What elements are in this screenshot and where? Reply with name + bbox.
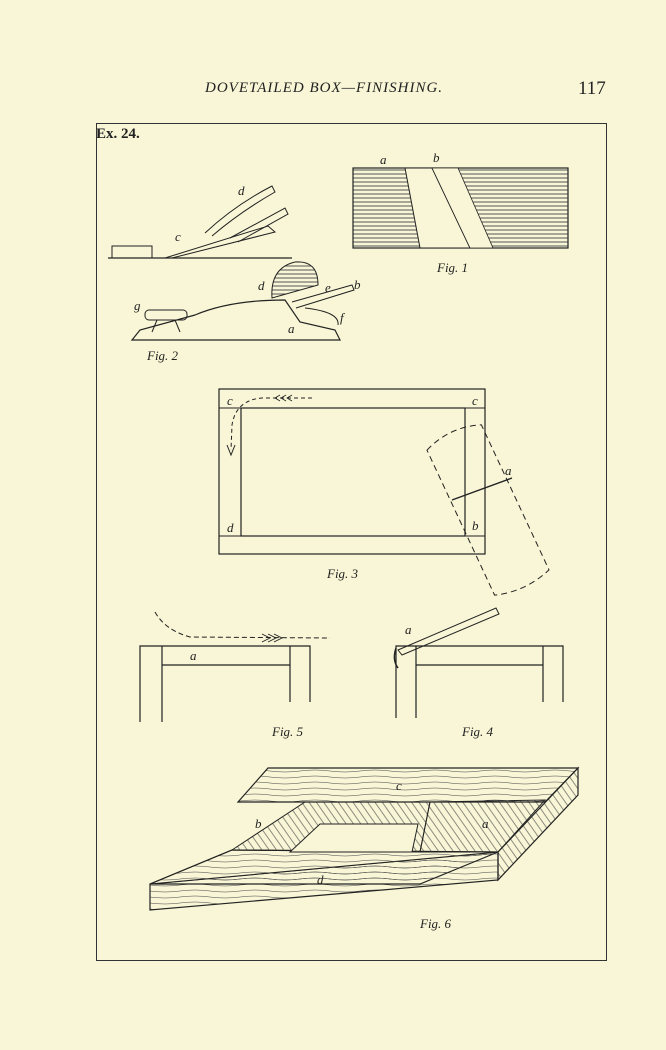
figure-6: c b a d Fig. 6	[149, 766, 580, 931]
fig1-label-b: b	[433, 150, 440, 165]
fig3-arrow-path	[230, 397, 312, 451]
fig3-frame-outer	[218, 388, 486, 555]
running-head: DOVETAILED BOX—FINISHING.	[205, 80, 444, 96]
fig2-iron-d	[204, 185, 276, 237]
figure-1: a b Fig. 1	[352, 150, 569, 275]
fig5-arrow-feather	[261, 633, 284, 643]
fig2-label-f: f	[340, 310, 346, 325]
plate-frame	[96, 123, 607, 961]
fig2-chisel	[164, 225, 277, 259]
fig3-label-a: a	[505, 463, 512, 478]
fig2-label-d-upper: d	[238, 183, 245, 198]
fig4-caption: Fig. 4	[461, 724, 494, 739]
fig4-chisel	[397, 607, 500, 656]
fig4-frame	[395, 645, 564, 718]
page-number: 117	[578, 78, 606, 99]
fig2-block	[111, 245, 153, 259]
fig2-caption: Fig. 2	[146, 348, 179, 363]
fig5-label-a: a	[190, 648, 197, 663]
fig2-label-a: a	[288, 321, 295, 336]
fig3-label-b: b	[472, 518, 479, 533]
fig6-opening	[288, 823, 419, 853]
fig2-label-g: g	[134, 298, 141, 313]
fig1-shaving	[431, 167, 494, 249]
fig5-frame	[139, 645, 311, 722]
fig3-caption: Fig. 3	[326, 566, 359, 581]
fig5-caption: Fig. 5	[271, 724, 304, 739]
fig1-caption: Fig. 1	[436, 260, 468, 275]
figure-4: a Fig. 4	[393, 607, 564, 739]
fig2-plane-body	[130, 299, 341, 341]
fig6-label-b: b	[255, 816, 262, 831]
figure-3: c c d b a Fig. 3	[218, 388, 550, 596]
fig5-arrow-path	[154, 611, 331, 639]
fig3-label-c-left: c	[227, 393, 233, 408]
fig2-handle	[271, 261, 319, 299]
fig6-label-c: c	[396, 778, 402, 793]
fig1-label-a: a	[380, 152, 387, 167]
fig6-caption: Fig. 6	[419, 916, 452, 931]
figure-2: d c d e b f g a Fig. 2	[108, 183, 361, 363]
fig2-knob	[144, 309, 188, 321]
fig2-label-d-lower: d	[258, 278, 265, 293]
fig6-label-a: a	[482, 816, 489, 831]
fig2-cap-f	[304, 307, 339, 326]
fig2-iron-c	[229, 207, 289, 243]
fig3-label-d: d	[227, 520, 234, 535]
fig4-label-a: a	[405, 622, 412, 637]
fig3-label-c-right: c	[472, 393, 478, 408]
fig2-plane-iron	[291, 284, 355, 309]
fig3-plane-iron	[451, 477, 513, 501]
fig2-knob-stem	[151, 319, 181, 333]
fig2-label-b: b	[354, 277, 361, 292]
fig3-plane-outline	[426, 424, 550, 596]
plate-label: Ex. 24.	[96, 126, 140, 142]
figure-5: a Fig. 5	[139, 611, 331, 739]
fig2-label-e: e	[325, 280, 331, 295]
fig6-label-d: d	[317, 872, 324, 887]
fig3-frame-inner	[240, 407, 466, 537]
fig4-shaving	[393, 647, 399, 669]
fig6-board-c	[236, 767, 580, 803]
fig2-label-c: c	[175, 229, 181, 244]
fig3-arrow-feather	[274, 394, 293, 402]
